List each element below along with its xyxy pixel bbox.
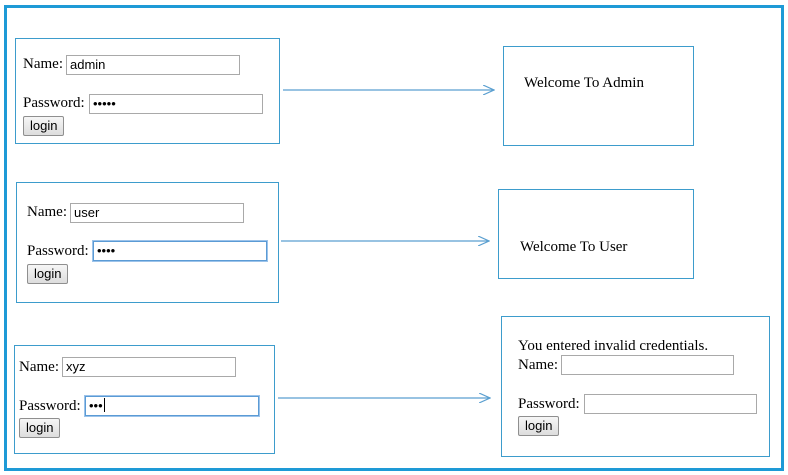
name-label: Name: (27, 204, 67, 220)
name-label: Name: (23, 56, 63, 72)
name-input[interactable]: xyz (62, 357, 236, 377)
password-input[interactable] (584, 394, 757, 414)
password-label: Password: (27, 243, 89, 259)
result-user: Welcome To User (498, 189, 694, 279)
text-caret (103, 398, 105, 412)
password-input[interactable]: ••• (85, 396, 259, 416)
login-button[interactable]: login (518, 416, 560, 436)
name-input[interactable]: admin (66, 55, 240, 75)
name-input[interactable]: user (70, 203, 244, 223)
password-label: Password: (19, 398, 81, 414)
login-form-user: Name: user Password: •••• login (16, 182, 279, 303)
login-button[interactable]: login (27, 264, 69, 284)
password-label: Password: (518, 396, 580, 412)
login-button[interactable]: login (23, 116, 65, 136)
name-label: Name: (518, 357, 558, 373)
password-input[interactable]: ••••• (89, 94, 263, 114)
login-form-admin: Name: admin Password: ••••• login (15, 38, 280, 144)
password-dots: ••• (89, 398, 103, 413)
outer-frame (4, 5, 784, 471)
login-button[interactable]: login (19, 418, 61, 438)
welcome-admin-message: Welcome To Admin (524, 75, 644, 91)
invalid-credentials-message: You entered invalid credentials. (518, 338, 709, 354)
password-label: Password: (23, 95, 85, 111)
result-admin: Welcome To Admin (503, 46, 694, 146)
name-label: Name: (19, 359, 59, 375)
password-input[interactable]: •••• (93, 241, 267, 261)
name-input[interactable] (561, 355, 734, 375)
welcome-user-message: Welcome To User (520, 239, 628, 255)
login-form-invalid: Name: xyz Password: ••• login (14, 345, 275, 454)
result-invalid: You entered invalid credentials. Name: P… (501, 316, 770, 457)
